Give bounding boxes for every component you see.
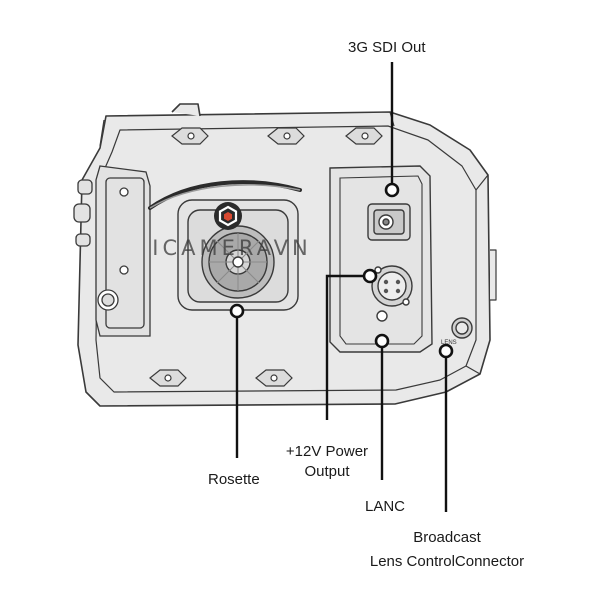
callout-lines [235, 62, 448, 512]
power-output-marker [362, 268, 378, 284]
callout-label-power-output: +12V Power Output [272, 442, 382, 482]
right-connector-panel [329, 165, 473, 353]
rosette-mount [177, 199, 299, 311]
top-screws [149, 127, 383, 387]
broadcast-marker [438, 343, 454, 359]
power-output-line-2: Output [304, 463, 350, 480]
rosette-marker [229, 303, 245, 319]
callout-label-lanc: LANC [365, 498, 406, 515]
callout-targets [229, 182, 454, 359]
watermark-badge [214, 202, 242, 230]
lens-port-label: LENS [441, 340, 457, 346]
watermark-text: ICAMERAVN [152, 236, 311, 260]
sdi-out-marker [384, 182, 400, 198]
lanc-marker [374, 333, 390, 349]
broadcast-line-2: Lens ControlConnector [369, 553, 525, 570]
left-connector-panel [73, 165, 151, 337]
power-output-line-1: +12V Power [285, 443, 369, 460]
power-output-leader [325, 274, 363, 420]
callout-label-sdi-out: 3G SDI Out [348, 39, 426, 56]
callout-label-rosette: Rosette [208, 471, 260, 488]
callout-label-broadcast: Broadcast Lens ControlConnector [340, 528, 554, 572]
broadcast-line-1: Broadcast [413, 529, 481, 546]
watermark-logo [148, 180, 302, 210]
